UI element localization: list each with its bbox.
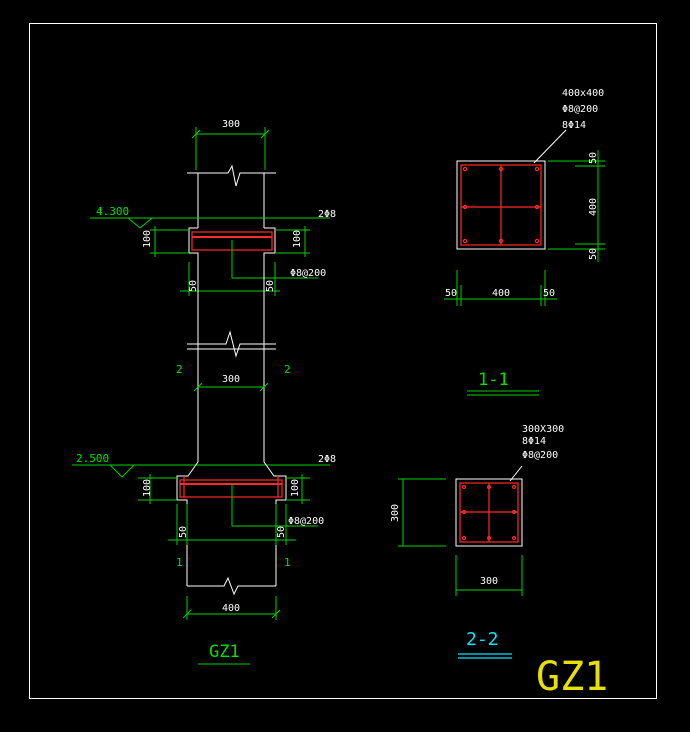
section-mark-1-left: 1 (176, 556, 183, 569)
top-break-line (187, 164, 276, 187)
top-level-marker: 4.300 2Φ8 (90, 205, 336, 229)
section-2-dim-height: 300 (390, 504, 401, 522)
bottom-break-line (187, 576, 276, 596)
outer-frame (29, 23, 657, 699)
top-bars-label: 2Φ8 (318, 209, 336, 220)
section-1-dim-bottom: 50 (588, 248, 599, 260)
top-level-label: 4.300 (96, 205, 129, 218)
elevation-title: GZ1 (209, 642, 240, 662)
section-1-size: 400x400 (562, 88, 604, 99)
bottom-level-label: 2.500 (76, 452, 109, 465)
top-stirrup-label: Φ8@200 (290, 268, 326, 279)
bottom-ledge-right-dim: 50 (276, 526, 287, 538)
top-ledge-height-left: 100 (142, 230, 153, 248)
top-ledge-right-dim: 50 (265, 280, 276, 292)
bottom-stirrup-label: Φ8@200 (288, 516, 324, 527)
section-1-dim-mid: 400 (588, 198, 599, 216)
bottom-ledge-left-dim: 50 (178, 526, 189, 538)
mid-width-label: 300 (222, 374, 240, 385)
top-width-label: 300 (222, 119, 240, 130)
section-1-1: 400x400 Φ8@200 8Φ14 50 400 50 50 400 50 … (444, 88, 605, 396)
section-1-dim-left: 50 (445, 288, 457, 299)
section-2-size: 300X300 (522, 424, 564, 435)
top-ledge-outline (188, 227, 199, 260)
bottom-bars-label: 2Φ8 (318, 454, 336, 465)
section-mark-2-right: 2 (284, 363, 291, 376)
section-2-bars-label: 8Φ14 (522, 436, 546, 447)
bottom-ledge-height-left: 100 (142, 479, 153, 497)
section-1-title: 1-1 (478, 370, 509, 390)
bottom-ledge-rebar (179, 479, 283, 498)
section-mark-2-left: 2 (176, 363, 183, 376)
section-1-dim-right: 50 (543, 288, 555, 299)
section-1-bars-label: 8Φ14 (562, 120, 586, 131)
top-ledge-left-dim: 50 (188, 280, 199, 292)
section-mark-1-right: 1 (284, 556, 291, 569)
bottom-width-label: 400 (222, 603, 240, 614)
section-2-title: 2-2 (466, 629, 499, 650)
section-2-dim-width: 300 (480, 576, 498, 587)
sheet-title: GZ1 (536, 654, 608, 700)
middle-break-line (187, 330, 276, 358)
section-2-2: 300X300 8Φ14 Φ8@200 300 300 2-2 (390, 424, 564, 659)
section-2-stirrup-label: Φ8@200 (522, 450, 558, 461)
elevation-view: 300 4.300 2Φ8 100 100 Φ8@200 (72, 119, 336, 665)
top-width-dimension: 300 (191, 119, 270, 170)
section-1-dim-top: 50 (588, 152, 599, 164)
bottom-ledge-height-right: 100 (290, 479, 301, 497)
section-1-stirrup-label: Φ8@200 (562, 104, 598, 115)
section-2-outline (455, 478, 523, 547)
bottom-level-marker: 2.500 2Φ8 (72, 452, 336, 478)
top-ledge-height-right: 100 (292, 230, 303, 248)
section-1-dim-center: 400 (492, 288, 510, 299)
section-1-outline (456, 160, 546, 250)
